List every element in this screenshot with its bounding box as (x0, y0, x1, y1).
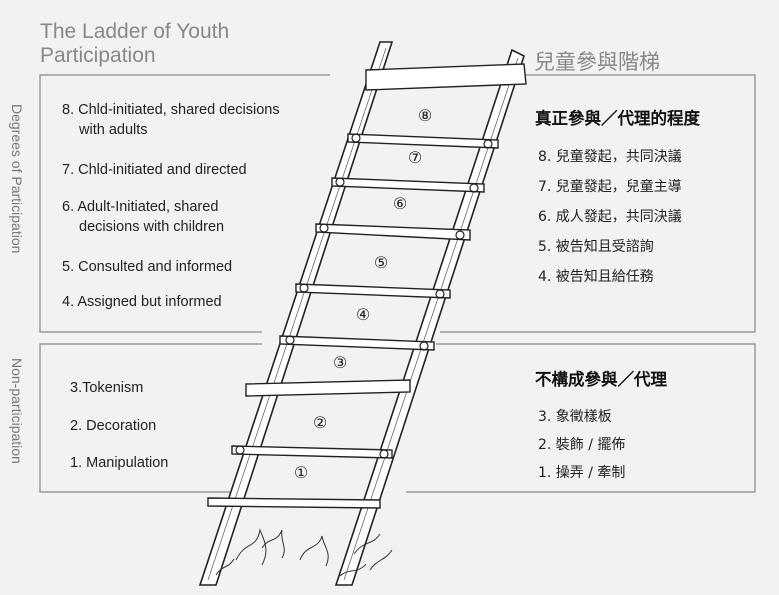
degrees-of-participation-label: Degrees of Participation (9, 104, 25, 254)
rung-number-4: ④ (356, 305, 370, 324)
rung-lashings (235, 133, 493, 459)
rung-number-1: ① (294, 463, 308, 482)
item-7-line1: 7. Chld-initiated and directed (62, 162, 247, 178)
rung-numbers: ⑧ ⑦ ⑥ ⑤ ④ ③ ② ① (294, 106, 432, 482)
list-item: 2. 裝飾 / 擺佈 (538, 437, 626, 453)
rung-7 (331, 177, 485, 193)
rung-4 (279, 335, 435, 351)
item-8-line2: with adults (79, 122, 148, 138)
rung-6 (315, 223, 471, 241)
rung-3 (245, 379, 411, 397)
list-item: 3. 象徵樣板 (538, 409, 612, 425)
list-item: 5. 被告知且受諮詢 (538, 239, 654, 255)
list-item: 4. Assigned but informed (62, 292, 222, 312)
rung-number-8: ⑧ (418, 106, 432, 125)
non-participation-box-right (406, 343, 756, 493)
list-item: 7. 兒童發起，兒童主導 (538, 179, 682, 195)
participation-heading-zh: 真正參與／代理的程度 (535, 109, 700, 128)
chinese-title: 兒童參與階梯 (534, 50, 660, 74)
participation-box-right (440, 74, 756, 333)
list-item: 7. Chld-initiated and directed (62, 160, 247, 180)
list-item: 1. Manipulation (70, 455, 169, 471)
non-participation-box (39, 343, 262, 493)
item-5-line1: 5. Consulted and informed (62, 259, 233, 275)
list-item: 8. Chld-initiated, shared decisions with… (62, 100, 280, 140)
list-item: 4. 被告知且給任務 (538, 269, 654, 285)
item-6-line1: 6. Adult-Initiated, shared (62, 199, 219, 215)
rung-number-7: ⑦ (408, 148, 422, 167)
rung-2 (231, 445, 393, 459)
rung-number-6: ⑥ (393, 194, 407, 213)
rung-number-5: ⑤ (374, 253, 388, 272)
list-item: 2. Decoration (70, 418, 157, 434)
ladder-rungs (207, 63, 527, 509)
item-4-line1: 4. Assigned but informed (62, 294, 222, 310)
participation-box (39, 74, 330, 333)
rung-number-2: ② (313, 413, 327, 432)
english-title: The Ladder of Youth Participation (40, 20, 230, 67)
list-item: 1. 操弄 / 牽制 (538, 465, 626, 481)
list-item: 3.Tokenism (70, 380, 144, 396)
item-8-line1: 8. Chld-initiated, shared decisions (62, 102, 280, 118)
list-item: 8. 兒童發起，共同決議 (538, 149, 682, 165)
rung-number-3: ③ (333, 353, 347, 372)
ground-sketch (215, 528, 393, 577)
non-participation-label: Non-participation (9, 358, 25, 464)
rung-top (365, 63, 527, 91)
list-item: 5. Consulted and informed (62, 257, 232, 277)
item-6-line2: decisions with children (79, 219, 225, 235)
rung-5 (295, 283, 451, 299)
non-participation-heading-zh: 不構成參與／代理 (535, 370, 667, 389)
rung-1 (207, 497, 381, 509)
rung-8 (347, 133, 499, 149)
list-item: 6. Adult-Initiated, shared decisions wit… (62, 197, 224, 237)
list-item: 6. 成人發起，共同決議 (538, 209, 682, 225)
